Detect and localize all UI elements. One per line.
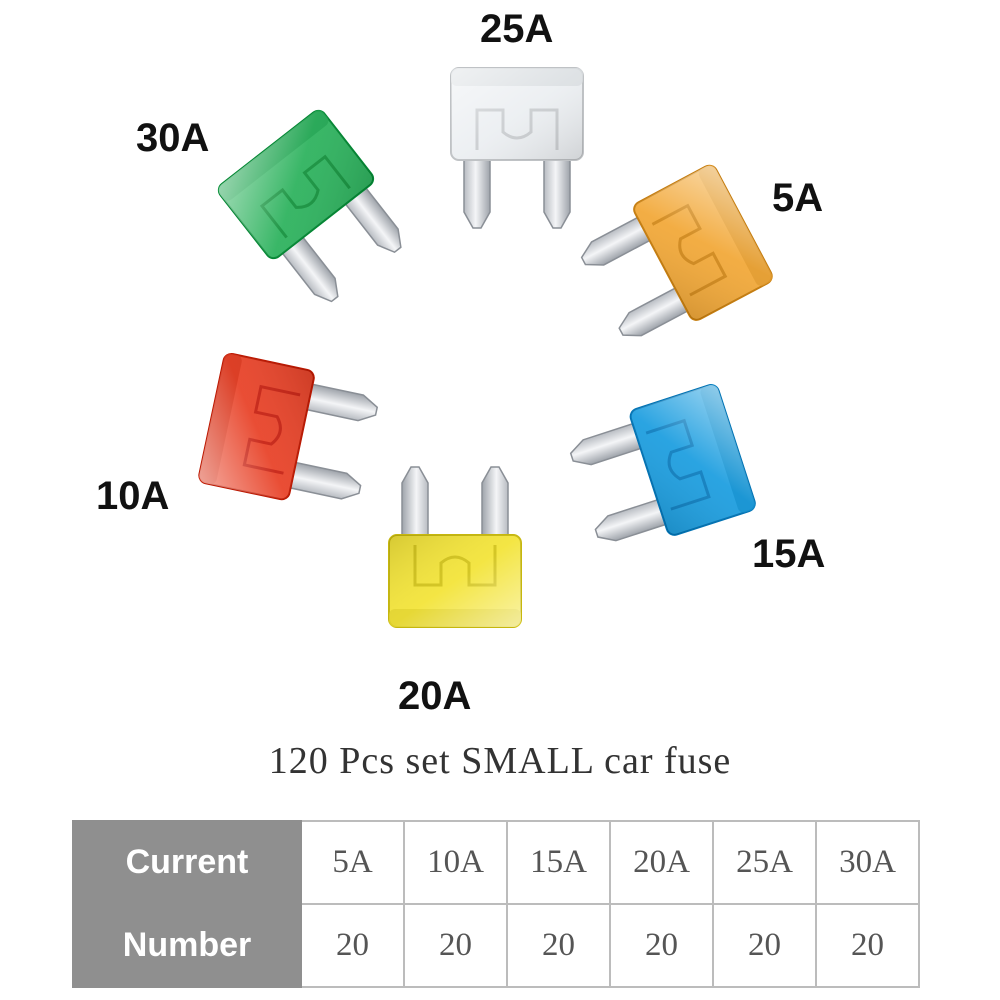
spec-table: Current 5A 10A 15A 20A 25A 30A Number 20…: [72, 820, 920, 988]
product-caption: 120 Pcs set SMALL car fuse: [268, 740, 732, 782]
table-cell: 30A: [815, 820, 920, 905]
fuse-blade-left: [463, 149, 491, 229]
fuse-label-25a: 25A: [480, 7, 554, 51]
fuse-gloss: [199, 353, 314, 500]
table-cell: 20: [815, 903, 920, 988]
fuse-blade-right: [543, 149, 571, 229]
table-cell: 5A: [300, 820, 405, 905]
fuse-gloss: [451, 68, 583, 160]
fuse-blade-left: [481, 466, 509, 546]
fuse-gloss: [634, 165, 772, 320]
table-row-current: Current 5A 10A 15A 20A 25A 30A: [72, 820, 920, 905]
fuse-30a: [217, 109, 402, 303]
fuse-label-15a: 15A: [752, 532, 826, 576]
fuse-5a: [580, 164, 773, 337]
fuse-15a: [569, 384, 756, 542]
fuse-label-20a: 20A: [398, 674, 472, 718]
table-row-number: Number 20 20 20 20 20 20: [72, 903, 920, 988]
fuse-label-10a: 10A: [96, 474, 170, 518]
fuse-gloss: [630, 385, 755, 535]
fuse-gloss: [389, 535, 521, 627]
fuse-blade-right: [401, 466, 429, 546]
table-cell: 20: [300, 903, 405, 988]
row-header-number: Number: [72, 903, 302, 988]
table-cell: 20A: [609, 820, 714, 905]
table-cell: 20: [609, 903, 714, 988]
fuse-gloss: [218, 110, 374, 259]
fuse-label-5a: 5A: [772, 176, 824, 220]
table-cell: 20: [506, 903, 611, 988]
fuse-25a: [450, 67, 584, 229]
fuse-label-30a: 30A: [136, 116, 210, 160]
table-cell: 20: [403, 903, 508, 988]
table-cell: 20: [712, 903, 817, 988]
table-cell: 15A: [506, 820, 611, 905]
fuse-20a: [388, 466, 522, 628]
table-cell: 25A: [712, 820, 817, 905]
fuse-photo: [198, 67, 773, 628]
table-cell: 10A: [403, 820, 508, 905]
row-header-current: Current: [72, 820, 302, 905]
fuse-10a: [198, 352, 379, 501]
